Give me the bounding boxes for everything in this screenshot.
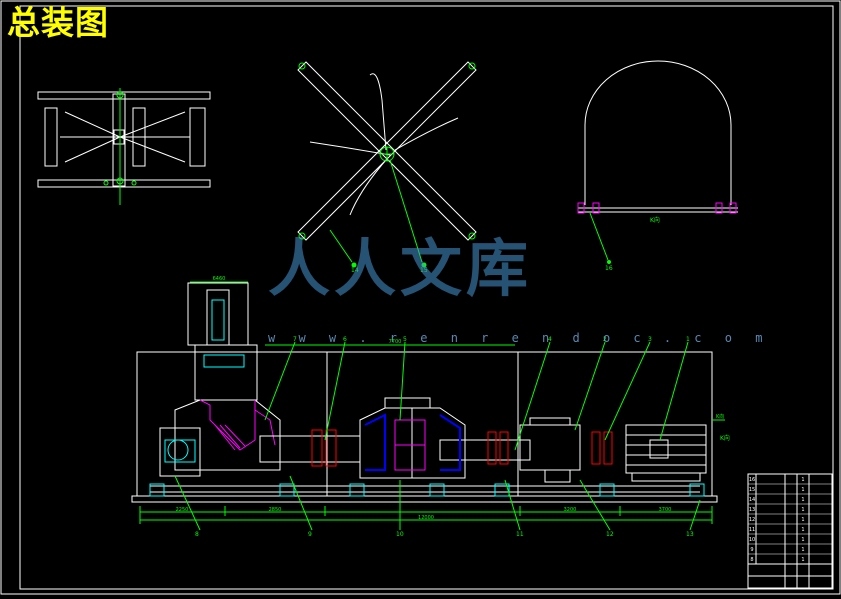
spoke-view [297, 61, 477, 241]
title-block-cell: 11 [749, 527, 755, 533]
title-block-cell: 12 [749, 517, 755, 523]
arch-view-details [577, 202, 737, 214]
title-block-cell: 10 [749, 537, 755, 543]
dim-d3: 3200 [564, 507, 577, 513]
title-block-cell: 1 [801, 507, 804, 513]
callout-5: 5 [403, 336, 407, 343]
spoke-view-details [298, 62, 476, 268]
arch-leader-dot [607, 260, 611, 264]
title-block-cell: 1 [801, 477, 804, 483]
dim-overall: 12000 [418, 515, 434, 521]
title-block-cell: 1 [801, 527, 804, 533]
gearbox-details [164, 299, 245, 463]
dim-top: 6460 [213, 276, 226, 282]
view-label-arch: K向 [650, 216, 660, 224]
watermark-logo: 人人文库 [268, 232, 533, 305]
drawing-title: 总装图 [7, 3, 109, 42]
motor [625, 424, 707, 482]
callout-7: 7 [293, 336, 297, 343]
watermark-url: w w w . r e n r e n d o c . c o m [268, 331, 771, 345]
callout-16: 16 [605, 265, 613, 272]
inner-frame [19, 5, 834, 590]
callout-14: 14 [351, 267, 359, 274]
title-block-cell: 1 [801, 487, 804, 493]
title-block-cell: 1 [801, 557, 804, 563]
callout-2: 2 [603, 336, 607, 343]
plan-view-left-details [103, 88, 137, 205]
title-block [747, 473, 833, 589]
title-block-cell: 1 [801, 517, 804, 523]
title-block-cell: 1 [801, 497, 804, 503]
base-feet [149, 483, 705, 497]
title-block-cell: 16 [749, 477, 755, 483]
arch-leader [589, 212, 609, 261]
view-label-right: K向 [720, 434, 730, 442]
callout-3: 3 [648, 336, 652, 343]
dim-d2: 2850 [269, 507, 282, 513]
title-block-cell: 15 [749, 487, 755, 493]
right-gearbox [519, 417, 581, 483]
callout-13: 13 [686, 531, 694, 538]
gearbox-hatch [199, 399, 276, 451]
callout-8: 8 [195, 531, 199, 538]
reducer-housing [359, 397, 466, 479]
plan-view-left [37, 91, 211, 188]
dimension-lines [139, 281, 725, 524]
title-block-cell: 9 [750, 547, 753, 553]
coupling-flanges [311, 429, 613, 467]
title-block-cell: 14 [749, 497, 755, 503]
callout-numbers: 1 2 3 4 5 6 7 8 9 10 11 12 13 14 15 16 [195, 265, 694, 538]
reducer-hatch [364, 413, 461, 471]
title-block-cell: 13 [749, 507, 755, 513]
callout-1: 1 [686, 336, 690, 343]
callout-4: 4 [548, 336, 552, 343]
dim-mid: 7700 [389, 339, 402, 345]
dim-d4: 3700 [659, 507, 672, 513]
callout-15: 15 [420, 267, 428, 274]
main-elevation-frame [131, 351, 718, 503]
gearbox-tower [159, 282, 281, 477]
callout-10: 10 [396, 531, 404, 538]
title-block-cell: 1 [801, 537, 804, 543]
callout-11: 11 [516, 531, 524, 538]
leader-lines [174, 341, 701, 531]
callout-6: 6 [343, 336, 347, 343]
arch-view [578, 60, 738, 213]
callout-12: 12 [606, 531, 614, 538]
title-block-cell: 1 [801, 547, 804, 553]
dim-d1: 2250 [176, 507, 189, 513]
reducer-details [394, 419, 426, 471]
callout-9: 9 [308, 531, 312, 538]
view-label-right-b: K向 [716, 413, 724, 420]
title-block-cell: 8 [750, 557, 753, 563]
